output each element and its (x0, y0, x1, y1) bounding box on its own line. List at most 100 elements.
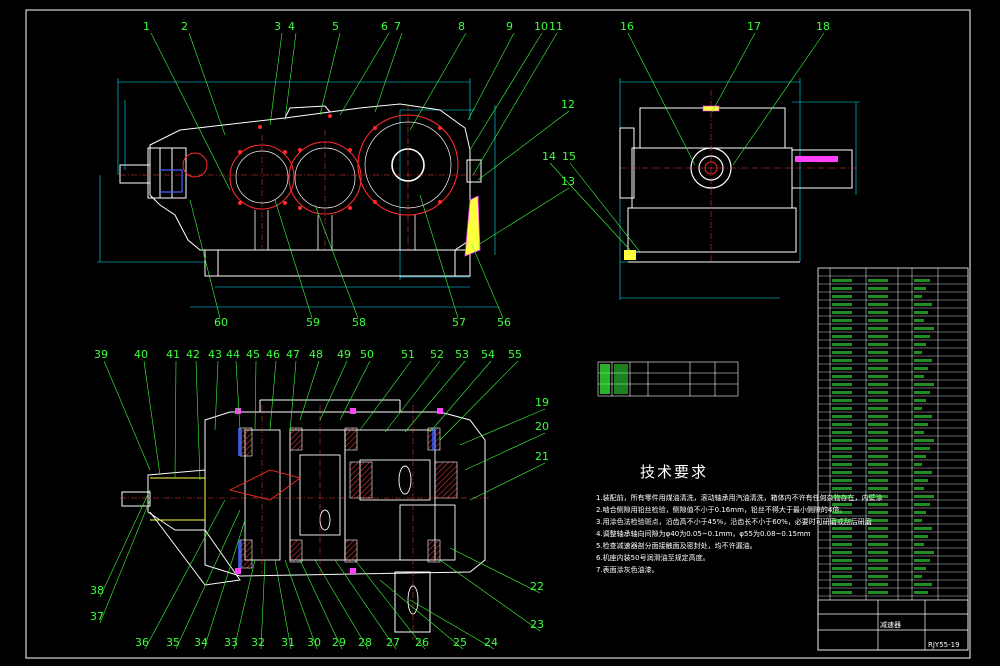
callout-number: 13 (561, 175, 575, 188)
side-elevation-view (619, 78, 860, 300)
side-flange (464, 195, 481, 257)
callout-number: 39 (94, 348, 108, 361)
callout-leader (549, 162, 631, 251)
parts-row-text (914, 343, 926, 346)
parts-row-text (832, 583, 852, 586)
callout-number: 58 (352, 316, 366, 329)
side-top-vent (702, 105, 720, 112)
callout-leader (214, 360, 219, 431)
callout-leader (233, 559, 256, 650)
callout-leader (467, 32, 515, 121)
callout-leader (284, 32, 297, 121)
callout-number: 20 (535, 420, 549, 433)
elevation-dimension-lines (97, 78, 500, 308)
callout-number: 14 (542, 150, 556, 163)
callout-leader (359, 360, 412, 431)
callout-number: 53 (455, 348, 469, 361)
parts-row-text (832, 375, 852, 378)
front-elevation-view (97, 78, 500, 308)
callout-leader (235, 360, 241, 431)
parts-row-text (914, 319, 924, 322)
tech-requirements-title: 技术要求 (640, 463, 708, 481)
parts-row-text (832, 463, 852, 466)
parts-row-text (868, 407, 888, 410)
parts-row-text (868, 431, 888, 434)
callout-leader (711, 32, 756, 113)
callout-number: 9 (506, 20, 513, 33)
parts-row-text (914, 471, 932, 474)
callout-leader (409, 32, 467, 131)
parts-row-text (868, 479, 888, 482)
parts-row-text (832, 327, 852, 330)
input-bearing-cap (147, 147, 187, 199)
callout-leader (174, 360, 177, 479)
callout-leader (409, 599, 495, 650)
parts-row-text (914, 527, 932, 530)
callout-leader (477, 110, 570, 181)
parts-row-text (868, 519, 888, 522)
plan-coupling (150, 477, 206, 521)
callout-leader (175, 509, 241, 650)
callout-number: 42 (186, 348, 200, 361)
parts-row-text (914, 591, 928, 594)
parts-row-text (868, 535, 888, 538)
callout-leader (299, 360, 320, 421)
parts-list-table (817, 267, 969, 651)
callout-number: 55 (508, 348, 522, 361)
callout-number: 57 (452, 316, 466, 329)
section-hatching (239, 427, 458, 569)
callout-leader (339, 32, 390, 116)
callout-leader (471, 244, 504, 319)
callout-number: 25 (453, 636, 467, 649)
parts-row-text (914, 279, 930, 282)
callout-number: 33 (224, 636, 238, 649)
parts-row-text (832, 575, 852, 578)
parts-row-text (832, 503, 852, 506)
oil-gauge (466, 159, 482, 183)
side-dimension-lines (619, 78, 860, 300)
callout-leader (339, 360, 371, 421)
callout-leader (469, 462, 546, 501)
parts-row-text (868, 591, 888, 594)
callout-number: 36 (135, 636, 149, 649)
parts-row-text (914, 447, 930, 450)
tech-note-line: 6.机座内装50号润滑油至规定高度。 (596, 553, 710, 562)
callout-number: 35 (166, 636, 180, 649)
parts-row-text (868, 319, 888, 322)
parts-row-text (868, 367, 888, 370)
callout-number: 18 (816, 20, 830, 33)
parts-row-text (832, 343, 852, 346)
parts-row-text (868, 295, 888, 298)
parts-row-text (832, 367, 852, 370)
parts-row-text (868, 287, 888, 290)
callout-leader (254, 360, 257, 431)
parts-row-text (832, 487, 852, 490)
parts-row-text (914, 295, 922, 298)
callout-number: 7 (394, 20, 401, 33)
parts-row-text (832, 495, 852, 498)
parts-row-text (914, 359, 932, 362)
callout-leader (99, 499, 151, 624)
parts-row-text (914, 383, 934, 386)
parts-row-text (868, 567, 888, 570)
parts-row-text (868, 351, 888, 354)
callout-leader (284, 559, 318, 650)
callout-number: 6 (381, 20, 388, 33)
parts-row-text (914, 287, 926, 290)
parts-row-text (914, 431, 924, 434)
tech-note-line: 4.调整轴承轴向间隙为φ40为0.05~0.1mm，φ55为0.08~0.15m… (596, 529, 811, 538)
tech-note-line: 5.检查减速器剖分面接触面及密封处，均不许漏油。 (596, 541, 757, 550)
callout-number: 47 (286, 348, 300, 361)
callout-number: 8 (458, 20, 465, 33)
parts-row-text (832, 543, 852, 546)
parts-row-text (914, 407, 922, 410)
callout-number: 48 (309, 348, 323, 361)
plan-output-shaft (394, 571, 431, 633)
parts-row-text (868, 575, 888, 578)
parts-row-text (914, 479, 928, 482)
parts-row-text (914, 455, 926, 458)
parts-row-text (914, 463, 922, 466)
callout-number: 27 (386, 636, 400, 649)
callout-leader (144, 499, 226, 650)
callout-leader (627, 32, 696, 166)
